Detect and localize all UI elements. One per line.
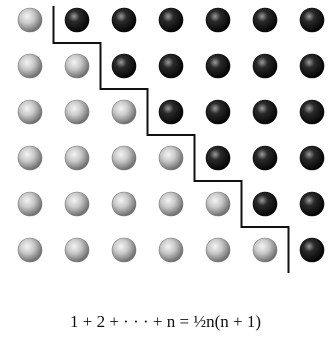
light-ball [17,53,43,79]
light-ball [17,237,43,263]
dark-ball [64,7,90,33]
dark-ball [299,237,325,263]
dark-ball [205,145,231,171]
light-ball [64,145,90,171]
light-ball [64,191,90,217]
dark-ball [252,191,278,217]
formula-text: 1 + 2 + · · · + n = ½n(n + 1) [70,312,261,331]
dark-ball [158,99,184,125]
light-ball [111,191,137,217]
dark-ball [299,145,325,171]
dark-ball [205,99,231,125]
dark-ball [158,7,184,33]
dark-ball [299,53,325,79]
dark-ball [205,53,231,79]
light-ball [158,237,184,263]
staircase-divider-line [52,6,290,273]
dark-ball [158,53,184,79]
light-ball [64,237,90,263]
light-ball [205,237,231,263]
dark-ball [252,7,278,33]
ball-grid [17,7,325,263]
light-ball [111,145,137,171]
light-ball [17,7,43,33]
dark-ball [252,145,278,171]
light-ball [158,145,184,171]
dark-ball [299,7,325,33]
dark-ball [299,191,325,217]
dark-ball [299,99,325,125]
light-ball [17,191,43,217]
light-ball [252,237,278,263]
dark-ball [252,53,278,79]
dark-ball [111,7,137,33]
light-ball [64,53,90,79]
dark-ball [111,53,137,79]
dark-ball [205,7,231,33]
light-ball [64,99,90,125]
dark-ball [252,99,278,125]
light-ball [205,191,231,217]
light-ball [111,237,137,263]
light-ball [158,191,184,217]
light-ball [17,99,43,125]
light-ball [111,99,137,125]
sum-formula: 1 + 2 + · · · + n = ½n(n + 1) [0,312,331,332]
light-ball [17,145,43,171]
